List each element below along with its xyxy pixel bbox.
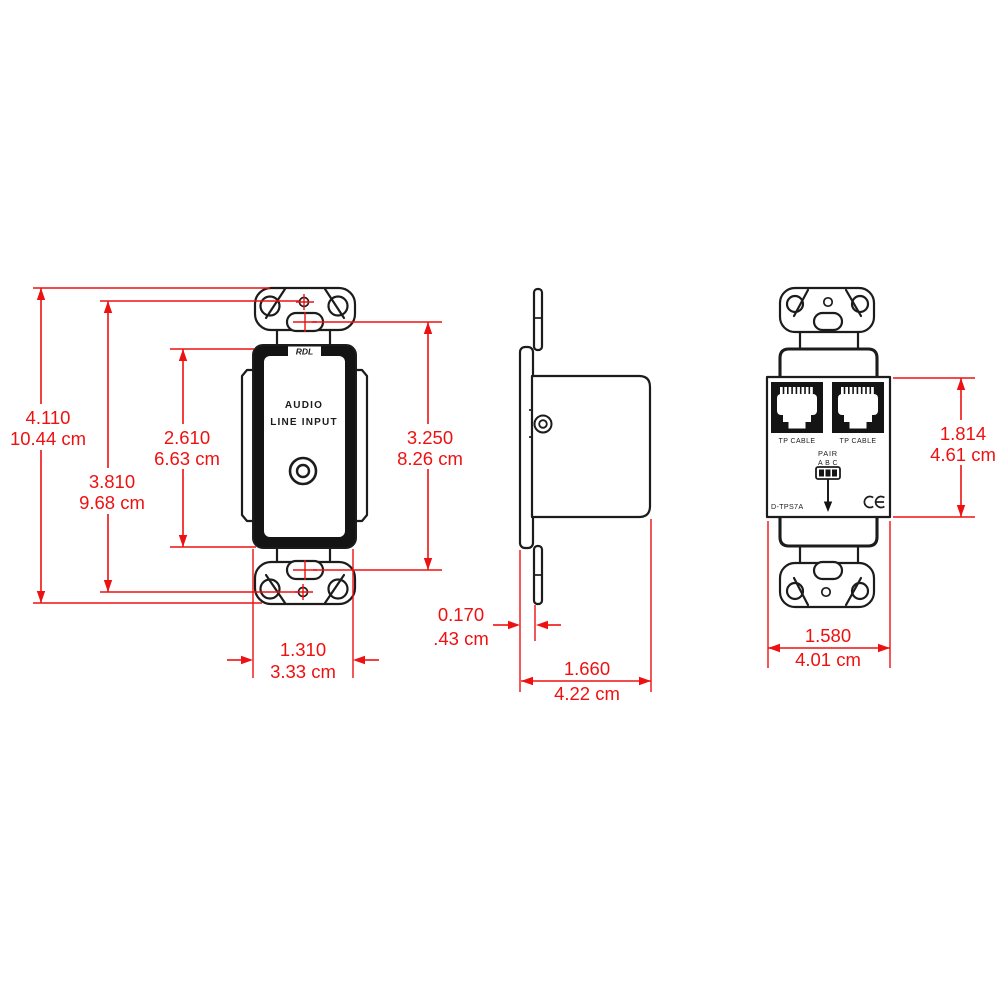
bracket-screw-icon [533, 414, 553, 434]
center-mark-icon [293, 294, 317, 600]
dimension-rear-body-width: 1.580 4.01 cm [768, 625, 890, 670]
rear-enclosure [530, 374, 652, 519]
front-plate: RDL AUDIO LINE INPUT [252, 344, 357, 549]
function-label-line1: AUDIO [285, 400, 323, 411]
dim-rear-body-height-in: 1.814 [940, 423, 986, 444]
screw-hole-icon [327, 295, 349, 317]
dim-insert-width-in: 1.310 [280, 639, 326, 660]
function-label-line2: LINE INPUT [270, 417, 338, 428]
screw-hole-icon [259, 295, 281, 317]
jack-left-label: TP CABLE [779, 438, 816, 445]
rear-ear-bottom [778, 544, 876, 609]
dim-plate-thickness-in: 0.170 [438, 604, 484, 625]
pilot-hole-icon [822, 296, 834, 308]
rear-ear-top [778, 286, 876, 350]
model-label: D-TPS7A [771, 502, 803, 511]
screw-hole-icon [785, 581, 805, 601]
dim-plate-thickness-cm: .43 cm [433, 628, 489, 649]
dimension-mounting-depth: 1.660 4.22 cm [521, 658, 651, 704]
dim-overall-height-cm: 10.44 cm [10, 428, 86, 449]
dim-slot-spacing-in: 3.250 [407, 427, 453, 448]
dimension-annotations: 4.110 10.44 cm 3.810 9.68 cm 2.610 6.63 … [10, 287, 996, 704]
screw-hole-icon [850, 581, 870, 601]
mounting-slot-icon [812, 311, 844, 332]
rj45-jack-icon [832, 382, 884, 433]
rear-view: TP CABLE TP CABLE PAIR A B C D-TPS7A [765, 286, 892, 609]
dimension-insert-width: 1.310 3.33 cm [227, 639, 379, 682]
pilot-hole-icon [820, 586, 832, 598]
front-view: RDL AUDIO LINE INPUT [240, 286, 369, 606]
screw-hole-icon [259, 578, 281, 600]
pair-jumper-icon [815, 466, 841, 480]
dim-mounting-depth-in: 1.660 [564, 658, 610, 679]
dim-overall-height-in: 4.110 [26, 407, 71, 428]
dim-rear-body-width-in: 1.580 [805, 625, 851, 646]
screw-hole-icon [785, 294, 805, 314]
ce-mark-icon [863, 495, 885, 509]
dimension-hole-spacing: 3.810 9.68 cm [79, 301, 145, 592]
mounting-slot-icon [812, 560, 844, 581]
dimension-opening-height: 2.610 6.63 cm [154, 349, 220, 547]
dimension-plate-thickness: 0.170 .43 cm [433, 604, 561, 649]
dimension-slot-spacing: 3.250 8.26 cm [397, 322, 463, 570]
jumper-arrow-icon [823, 479, 833, 512]
dim-rear-body-width-cm: 4.01 cm [795, 649, 861, 670]
dim-mounting-depth-cm: 4.22 cm [554, 683, 620, 704]
rj45-jack-icon [771, 382, 823, 433]
dim-opening-height-in: 2.610 [164, 427, 210, 448]
audio-jack-icon [288, 456, 318, 486]
left-wing [240, 368, 255, 523]
right-wing [354, 368, 369, 523]
dim-slot-spacing-cm: 8.26 cm [397, 448, 463, 469]
pair-label: PAIR [818, 449, 838, 458]
dim-hole-spacing-in: 3.810 [89, 471, 135, 492]
dimension-overall-height: 4.110 10.44 cm [10, 288, 86, 603]
rear-module-bottom [778, 517, 879, 548]
screw-hole-icon [850, 294, 870, 314]
dim-hole-spacing-cm: 9.68 cm [79, 492, 145, 513]
brand-logo: RDL [296, 347, 313, 357]
dim-rear-body-height-cm: 4.61 cm [930, 444, 996, 465]
screw-hole-icon [327, 578, 349, 600]
pair-positions-label: A B C [818, 460, 838, 467]
rear-module-top [778, 347, 879, 378]
jack-right-label: TP CABLE [840, 438, 877, 445]
dim-insert-width-cm: 3.33 cm [270, 661, 336, 682]
dim-opening-height-cm: 6.63 cm [154, 448, 220, 469]
mounting-tab-top [532, 287, 544, 352]
side-view [518, 287, 652, 606]
dimension-rear-body-height: 1.814 4.61 cm [930, 378, 996, 517]
